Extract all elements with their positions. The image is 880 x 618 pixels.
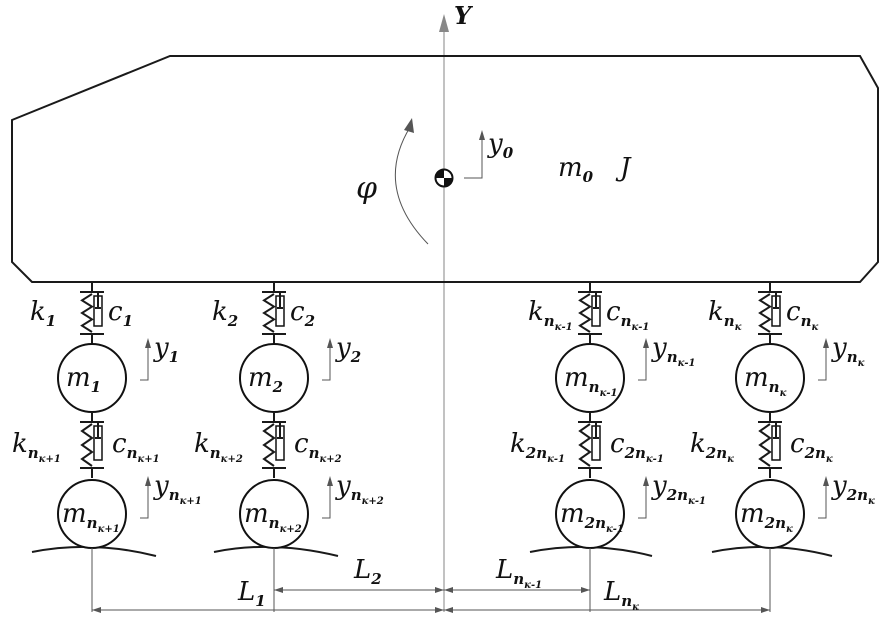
lower-damping-label-2: cnк+2	[294, 429, 342, 465]
lower-spring-damper-1	[80, 412, 104, 478]
lower-displacement-label-1: ynк+1	[153, 471, 202, 507]
lower-stiffness-label-3: k2nк-1	[510, 429, 565, 465]
dimension-l1	[92, 607, 444, 613]
upper-mass-label-2: m2	[248, 363, 283, 396]
rotation-arrow	[404, 118, 414, 133]
lower-spring-damper-3	[578, 412, 602, 478]
upper-spring-damper-2	[262, 282, 286, 344]
dimension-label-l4: Lnк	[603, 577, 639, 613]
lower-displacement-arrow-1	[140, 478, 149, 519]
lower-mass-label-4: m2nк	[740, 499, 793, 535]
upper-displacement-arrow-2	[322, 340, 331, 381]
upper-displacement-label-1: y1	[153, 333, 179, 366]
upper-stiffness-label-2: k2	[212, 297, 238, 330]
upper-stiffness-label-3: knк-1	[528, 297, 573, 333]
lower-displacement-label-2: ynк+2	[335, 471, 384, 507]
upper-damping-label-3: cnк-1	[606, 297, 649, 333]
lower-displacement-label-4: y2nк	[831, 471, 875, 507]
lower-mass-label-3: m2nк-1	[560, 499, 624, 535]
upper-displacement-label-2: y2	[335, 333, 361, 366]
dimension-l4	[444, 607, 770, 613]
dimension-l3	[444, 587, 590, 593]
dimension-label-l3: Lnк-1	[495, 555, 542, 591]
upper-damping-label-1: c1	[108, 297, 133, 330]
y-axis-arrow	[439, 14, 449, 32]
upper-displacement-arrow-1	[140, 340, 149, 381]
lower-stiffness-label-1: knк+1	[12, 429, 61, 465]
body-displacement-label: y0	[487, 129, 514, 162]
upper-spring-damper-1	[80, 282, 104, 344]
lower-spring-damper-4	[758, 412, 782, 478]
lower-displacement-arrow-2	[322, 478, 331, 519]
upper-displacement-label-3: ynк-1	[651, 333, 696, 369]
lower-damping-label-4: c2nк	[790, 429, 833, 465]
body-displacement-arrow	[464, 132, 483, 179]
upper-mass-label-4: mnк	[744, 363, 787, 399]
upper-damping-label-4: cnк	[786, 297, 818, 333]
rotation-angle-label: φ	[356, 171, 377, 206]
dimension-label-l1: L1	[237, 577, 266, 610]
upper-stiffness-label-1: k1	[30, 297, 56, 330]
body-inertia-label: J	[615, 153, 632, 183]
upper-displacement-arrow-3	[638, 340, 647, 381]
y-axis-label: Y	[454, 1, 474, 30]
lower-stiffness-label-2: knк+2	[194, 429, 243, 465]
upper-mass-label-1: m1	[66, 363, 101, 396]
upper-stiffness-label-4: knк	[708, 297, 742, 333]
upper-displacement-label-4: ynк	[831, 333, 865, 369]
dimension-l2	[274, 587, 444, 593]
upper-spring-damper-3	[578, 282, 602, 344]
upper-spring-damper-4	[758, 282, 782, 344]
lower-mass-label-1: mnк+1	[62, 499, 120, 535]
lower-displacement-arrow-3	[638, 478, 647, 519]
body-mass-label: m0	[558, 153, 594, 186]
suspension-unit-3: knк-1 cnк-1 mnк-1 ynк-1 k2nк-1 c2nк-1 m2nк-1 y2…	[510, 282, 706, 612]
upper-displacement-arrow-4	[818, 340, 827, 381]
suspension-unit-4: knк cnк mnк ynк k2nк c2nк m2nк y2nк	[690, 282, 875, 612]
lower-damping-label-3: c2nк-1	[610, 429, 664, 465]
rotation-arc	[394, 123, 429, 245]
lower-displacement-arrow-4	[818, 478, 827, 519]
upper-damping-label-2: c2	[290, 297, 315, 330]
lower-mass-label-2: mnк+2	[244, 499, 302, 535]
lower-displacement-label-3: y2nк-1	[651, 471, 706, 507]
upper-mass-label-3: mnк-1	[564, 363, 617, 399]
vehicle-body	[11, 55, 879, 283]
dimension-label-l2: L2	[353, 555, 382, 588]
lower-spring-damper-2	[262, 412, 286, 478]
lower-stiffness-label-4: k2nк	[690, 429, 734, 465]
center-of-mass-icon	[434, 168, 454, 188]
lower-damping-label-1: cnк+1	[112, 429, 160, 465]
